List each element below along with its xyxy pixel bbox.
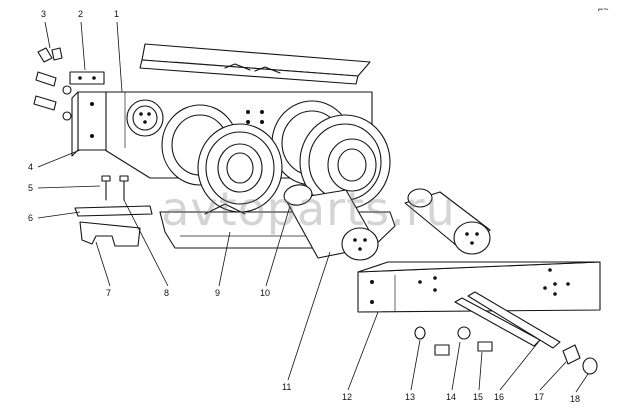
top-guide-rail	[139, 43, 371, 85]
long-bolt	[454, 291, 561, 349]
callout-6: 6	[28, 213, 33, 223]
callout-7: 7	[106, 288, 111, 298]
corner-mark: ⌐~	[598, 4, 609, 14]
callout-8: 8	[164, 288, 169, 298]
callout-4: 4	[28, 162, 33, 172]
callout-labels: 3 2 1 4 5 6 7 8 9 10 11 12 13 14 15 16 1…	[28, 9, 580, 404]
axle-right	[404, 188, 491, 255]
callout-14: 14	[446, 392, 456, 402]
callout-16: 16	[494, 392, 504, 402]
callout-5: 5	[28, 183, 33, 193]
callout-18: 18	[570, 394, 580, 404]
callout-3: 3	[41, 9, 46, 19]
callout-17: 17	[534, 392, 544, 402]
callout-11: 11	[282, 382, 291, 392]
callout-12: 12	[342, 392, 352, 402]
callout-1: 1	[114, 9, 119, 19]
callout-15: 15	[473, 392, 483, 402]
callout-9: 9	[215, 288, 220, 298]
end-plate	[71, 91, 107, 157]
left-fasteners	[33, 47, 153, 247]
axle-left	[283, 184, 379, 261]
small-bolts-nuts	[414, 326, 598, 375]
callout-10: 10	[260, 288, 270, 298]
callout-2: 2	[78, 9, 83, 19]
roller-right	[299, 114, 391, 210]
leader-lines	[37, 21, 589, 393]
side-plate	[357, 261, 601, 313]
roller-left	[197, 123, 283, 213]
callout-13: 13	[405, 392, 415, 402]
